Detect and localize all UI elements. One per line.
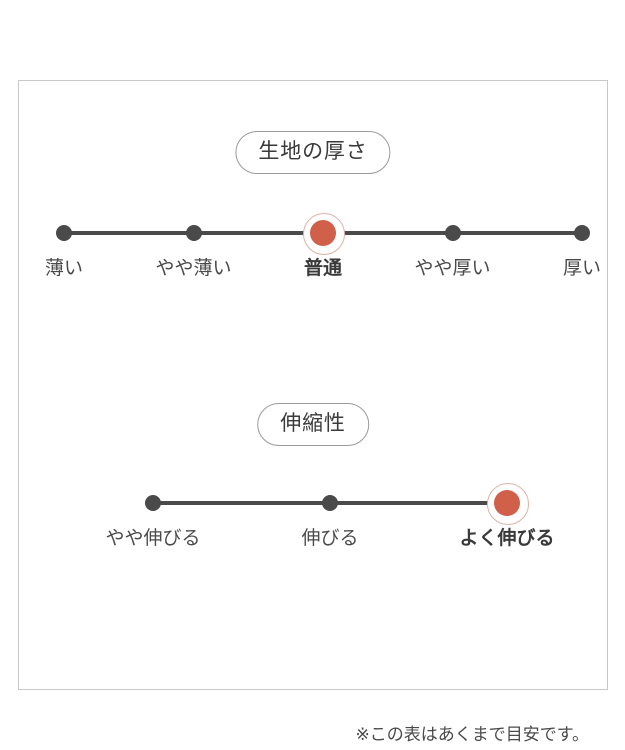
scale-label-thickness-3: 普通 [303,258,343,279]
chart-footnote: ※この表はあくまで目安です。 [355,725,589,744]
scale-dot-selected-icon [310,220,336,246]
scale-stretchiness: やや伸びる 伸びる よく伸びる [19,481,607,561]
scale-track-stretchiness: やや伸びる 伸びる よく伸びる [105,481,555,549]
scale-dot-icon [145,495,161,511]
scale-dot-icon [444,225,461,241]
scale-stop-thickness-3[interactable] [303,213,345,255]
scale-label-stretch-2: 伸びる [301,528,359,549]
scale-fabric-thickness: 薄い やや薄い 普通 やや厚い 厚い [19,211,607,291]
section-title-stretchiness: 伸縮性 [257,403,369,446]
scale-stop-thickness-4[interactable] [444,225,461,241]
scale-labels-fabric-thickness: 薄い やや薄い 普通 やや厚い 厚い [45,255,601,289]
scale-label-stretch-1: やや伸びる [105,528,201,549]
scale-stop-thickness-5[interactable] [574,225,590,241]
scale-stop-thickness-2[interactable] [185,225,202,241]
scale-label-thickness-2: やや薄い [155,258,232,279]
scale-label-thickness-1: 薄い [44,258,84,279]
scale-stop-stretch-2[interactable] [322,495,338,511]
scale-track-fabric-thickness: 薄い やや薄い 普通 やや厚い 厚い [45,211,601,279]
scale-label-stretch-3: よく伸びる [459,528,555,549]
scale-dot-icon [185,225,202,241]
scale-stop-thickness-1[interactable] [56,225,72,241]
scale-label-thickness-5: 厚い [562,258,602,279]
scale-stop-stretch-1[interactable] [145,495,161,511]
spec-chart-frame: 生地の厚さ 薄 [18,80,608,743]
section-title-fabric-thickness: 生地の厚さ [235,131,391,174]
scale-dot-icon [322,495,338,511]
scale-dot-icon [574,225,590,241]
scale-stop-stretch-3[interactable] [487,483,529,525]
scale-dot-selected-icon [494,490,520,516]
scale-label-thickness-4: やや厚い [414,258,491,279]
scale-dot-icon [56,225,72,241]
scale-labels-stretchiness: やや伸びる 伸びる よく伸びる [105,525,554,559]
